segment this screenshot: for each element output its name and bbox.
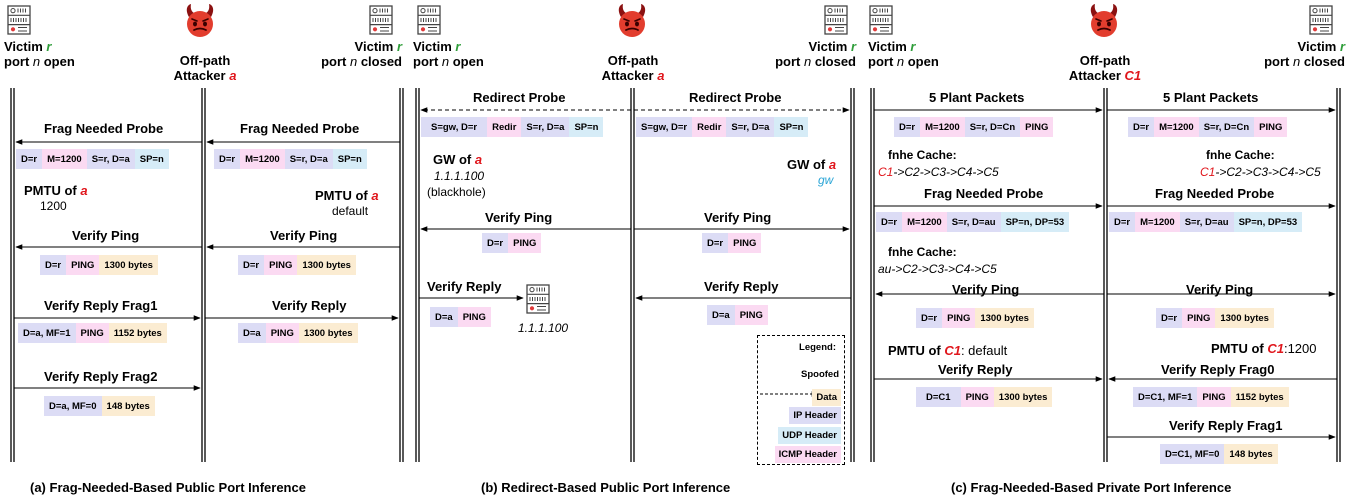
attacker-header: Off-path Attacker a (173, 53, 237, 83)
legend-title: Legend: (799, 342, 836, 353)
victim-closed-header: Victim r port n closed (321, 39, 402, 69)
verify-ping-label: Verify Ping (952, 282, 1020, 297)
plant-packets-label: 5 Plant Packets (1163, 90, 1259, 105)
server-ip-label: 1.1.1.100 (518, 321, 569, 335)
verify-reply-frag1-label: Verify Reply Frag1 (1169, 418, 1283, 433)
caption: (a) Frag-Needed-Based Public Port Infere… (30, 480, 306, 495)
fnhe-cache-chain: C1->C2->C3->C4->C5 (878, 165, 999, 179)
pmtu-label: PMTU of a (24, 183, 88, 198)
devil-face-icon (1089, 3, 1119, 38)
fnhe-cache-title: fnhe Cache: (1206, 148, 1275, 162)
victim-open-header: Victim r port n open (868, 39, 939, 69)
pmtu-label: PMTU of a (315, 188, 379, 203)
attacker-header: Off-path Attacker C1 (1068, 53, 1142, 83)
verify-ping-label: Verify Ping (1186, 282, 1254, 297)
pmtu-value: default (332, 204, 369, 218)
frag-needed-probe-label: Frag Needed Probe (1155, 186, 1275, 201)
fnhe-cache-chain: C1->C2->C3->C4->C5 (1200, 165, 1321, 179)
verify-reply-frag2-label: Verify Reply Frag2 (44, 369, 158, 384)
fnhe-cache-title: fnhe Cache: (888, 148, 957, 162)
gw-ip: 1.1.1.100 (434, 169, 485, 183)
legend-ip-header: IP Header (789, 407, 841, 424)
pmtu-label: PMTU of C1: default (888, 343, 1008, 358)
blackhole-note: (blackhole) (427, 185, 486, 199)
verify-reply-label: Verify Reply (427, 279, 502, 294)
verify-ping-label: Verify Ping (704, 210, 772, 225)
verify-ping-label: Verify Ping (72, 228, 140, 243)
victim-open-header: Victim r port n open (4, 39, 75, 69)
redirect-probe-label: Redirect Probe (689, 90, 782, 105)
arrows-panel-b (419, 107, 851, 397)
victim-closed-header: Victim r port n closed (1264, 39, 1345, 69)
victim-closed-header: Victim r port n closed (775, 39, 856, 69)
frag-needed-probe-label: Frag Needed Probe (240, 121, 360, 136)
legend-data: Data (812, 389, 841, 406)
frag-needed-probe-label: Frag Needed Probe (44, 121, 164, 136)
server-icon (7, 5, 31, 35)
attacker-header: Off-path Attacker a (601, 53, 665, 83)
server-icon (824, 5, 848, 35)
pmtu-label: PMTU of C1:1200 (1211, 341, 1317, 356)
gw-label: GW of a (787, 157, 837, 172)
gw-label: GW of a (433, 152, 483, 167)
victim-open-header: Victim r port n open (413, 39, 484, 69)
pmtu-value: 1200 (40, 199, 67, 213)
fnhe-cache-chain: au->C2->C3->C4->C5 (878, 262, 997, 276)
arrows-panel-a (14, 139, 400, 391)
gw-value: gw (818, 173, 834, 187)
devil-face-icon (185, 3, 215, 38)
verify-reply-frag1-label: Verify Reply Frag1 (44, 298, 158, 313)
verify-reply-label: Verify Reply (704, 279, 779, 294)
redirect-probe-label: Redirect Probe (473, 90, 566, 105)
verify-reply-label: Verify Reply (272, 298, 347, 313)
server-icon (1309, 5, 1333, 35)
legend: Legend: Spoofed Data IP Header UDP Heade… (757, 335, 845, 465)
verify-reply-frag0-label: Verify Reply Frag0 (1161, 362, 1275, 377)
server-icon (869, 5, 893, 35)
verify-ping-label: Verify Ping (485, 210, 553, 225)
lifelines (10, 88, 1341, 462)
legend-spoofed: Spoofed (801, 369, 839, 380)
verify-ping-label: Verify Ping (270, 228, 338, 243)
plant-packets-label: 5 Plant Packets (929, 90, 1025, 105)
arrows-panel-c (874, 107, 1337, 440)
fnhe-cache-title: fnhe Cache: (888, 245, 957, 259)
legend-icmp-header: ICMP Header (774, 446, 841, 463)
verify-reply-label: Verify Reply (938, 362, 1013, 377)
legend-udp-header: UDP Header (778, 427, 841, 444)
caption: (c) Frag-Needed-Based Private Port Infer… (951, 480, 1232, 495)
server-icon (369, 5, 393, 35)
server-icon (417, 5, 441, 35)
caption: (b) Redirect-Based Public Port Inference (481, 480, 731, 495)
frag-needed-probe-label: Frag Needed Probe (924, 186, 1044, 201)
devil-face-icon (617, 3, 647, 38)
server-icon (526, 284, 550, 314)
